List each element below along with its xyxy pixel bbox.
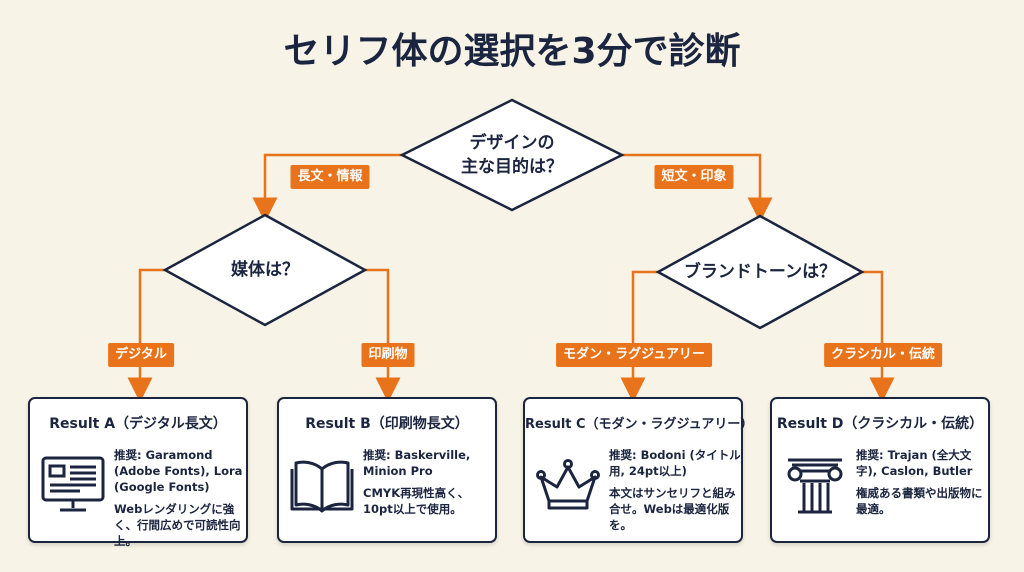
decision-medium-text: 媒体は？	[231, 260, 299, 280]
result-d-card: Result D（クラシカル・伝統） 推奨: Trajan (全大文字), Ca…	[770, 397, 990, 543]
result-title: Result D（クラシカル・伝統）	[776, 416, 984, 432]
result-note: 権威ある書類や出版物に最適。	[856, 486, 983, 516]
decision-root	[399, 98, 625, 212]
branch-modern: モダン・ラグジュアリー	[556, 343, 712, 367]
decision-brand	[655, 214, 865, 330]
column-icon	[787, 458, 843, 514]
result-recommendation: 推奨: Garamond (Adobe Fonts), Lora (Google…	[114, 448, 243, 494]
decision-root-text: デザインの 主な目的は？	[461, 131, 563, 179]
result-note: 本文はサンセリフと組み合せ。Webは最適化版を。	[609, 486, 736, 532]
result-a-card: Result A（デジタル長文） 推奨: Garamond (Adobe Fon…	[28, 397, 248, 548]
branch-print: 印刷物	[361, 343, 415, 367]
result-title: Result A（デジタル長文）	[49, 416, 227, 432]
decision-root-line1: デザインの	[469, 133, 555, 153]
branch-digital: デジタル	[108, 343, 174, 367]
result-recommendation: 推奨: Baskerville, Minion Pro	[363, 448, 471, 478]
result-b-card: Result B（印刷物長文） 推奨: Baskerville, Minion …	[277, 397, 497, 543]
book-icon	[290, 460, 354, 513]
monitor-icon	[41, 456, 105, 512]
result-note: Webレンダリングに強く、行間広めで可読性向上。	[114, 502, 241, 548]
decision-brand-text: ブランドトーンは？	[683, 262, 837, 282]
decision-root-line2: 主な目的は？	[461, 157, 563, 177]
crown-icon	[536, 459, 600, 510]
result-note: CMYK再現性高く、10pt以上で使用。	[363, 486, 470, 516]
branch-long: 長文・情報	[290, 165, 370, 189]
branch-short: 短文・印象	[654, 165, 734, 189]
result-recommendation: 推奨: Trajan (全大文字), Caslon, Butler	[856, 448, 973, 478]
page-title: セリフ体の選択を3分で診断	[283, 31, 741, 72]
result-c-card: Result C（モダン・ラグジュアリー） 推奨: Bodoni (タイトル用,…	[523, 397, 754, 543]
decision-medium	[162, 213, 368, 327]
branch-classic: クラシカル・伝統	[824, 343, 942, 367]
result-title: Result C（モダン・ラグジュアリー）	[525, 417, 754, 432]
result-recommendation: 推奨: Bodoni (タイトル用, 24pt以上)	[609, 448, 741, 478]
result-title: Result B（印刷物長文）	[305, 416, 469, 432]
